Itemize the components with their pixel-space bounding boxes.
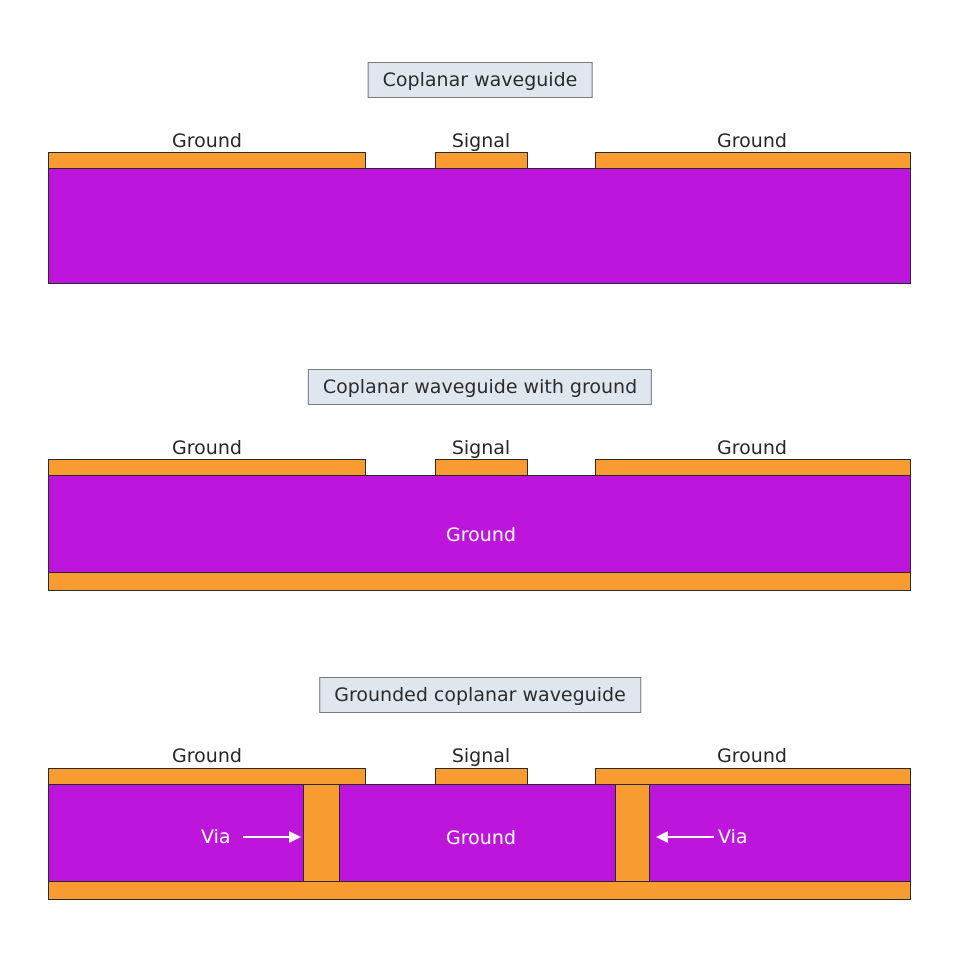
top-label-ground-right: Ground [717, 437, 787, 459]
bottom-ground-plane [48, 572, 911, 591]
panel-coplanar-waveguide-with-ground: Coplanar waveguide with ground Ground Si… [0, 306, 960, 606]
top-metal-ground-right [595, 152, 911, 169]
bottom-ground-plane [48, 881, 911, 900]
top-metal-ground-left [48, 152, 366, 169]
top-label-ground-left: Ground [172, 130, 242, 152]
top-metal-ground-left [48, 768, 366, 785]
top-metal-ground-right [595, 768, 911, 785]
panel-grounded-coplanar-waveguide: Grounded coplanar waveguide Ground Signa… [0, 614, 960, 934]
via-left [303, 784, 340, 882]
top-metal-ground-left [48, 459, 366, 476]
top-label-signal: Signal [451, 437, 511, 459]
via-right-label: Via [718, 826, 748, 848]
dielectric-substrate [48, 168, 911, 284]
top-metal-ground-right [595, 459, 911, 476]
panel-title-coplanar-waveguide-with-ground: Coplanar waveguide with ground [307, 369, 653, 405]
substrate-ground-label: Ground [446, 524, 516, 546]
panel-coplanar-waveguide: Coplanar waveguide Ground Signal Ground [0, 0, 960, 300]
top-metal-signal [435, 768, 528, 785]
top-metal-signal [435, 459, 528, 476]
dielectric-substrate [48, 475, 911, 573]
via-right [615, 784, 650, 882]
top-label-ground-right: Ground [717, 745, 787, 767]
cross-section-stack-1 [48, 152, 911, 284]
cross-section-stack-3 [48, 768, 911, 901]
panel-title-grounded-coplanar-waveguide: Grounded coplanar waveguide [319, 677, 641, 713]
via-left-label: Via [201, 826, 231, 848]
top-label-ground-left: Ground [172, 437, 242, 459]
substrate-ground-label: Ground [446, 827, 516, 849]
top-label-ground-right: Ground [717, 130, 787, 152]
top-label-signal: Signal [451, 130, 511, 152]
top-label-ground-left: Ground [172, 745, 242, 767]
dielectric-substrate [48, 784, 911, 882]
top-metal-signal [435, 152, 528, 169]
top-label-signal: Signal [451, 745, 511, 767]
panel-title-coplanar-waveguide: Coplanar waveguide [367, 62, 593, 98]
cross-section-stack-2 [48, 459, 911, 592]
